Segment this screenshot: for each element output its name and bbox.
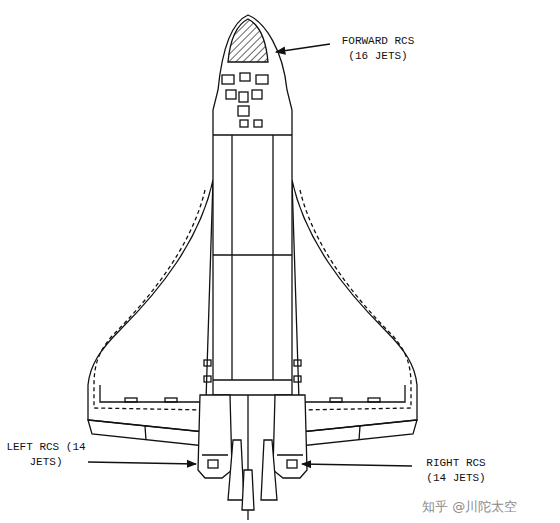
part-label: FORWARD RCS (16 JETS) <box>332 34 424 64</box>
watermark: 知乎 @川陀太空 <box>422 498 517 516</box>
part-label: RIGHT RCS (14 JETS) <box>414 456 498 486</box>
part-label: LEFT RCS (14 JETS) <box>6 440 86 470</box>
